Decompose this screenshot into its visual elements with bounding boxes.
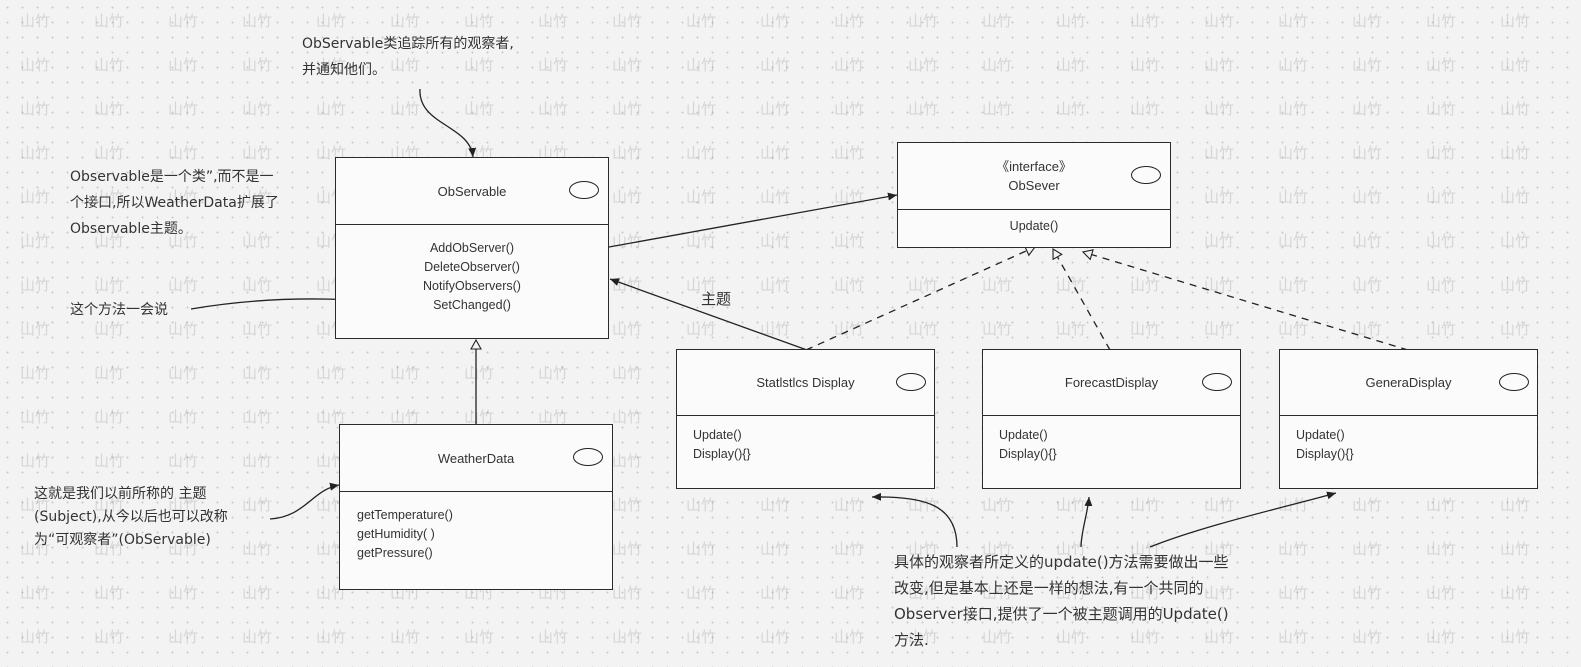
method: getHumidity( ) bbox=[357, 527, 435, 541]
note-line: Observable是一个类”,而不是一 bbox=[70, 169, 274, 185]
class-general-header: GeneraDisplay bbox=[1280, 350, 1537, 416]
class-icon bbox=[1499, 373, 1529, 391]
note-line: (Subject),从今以后也可以改称 bbox=[34, 509, 228, 525]
method: DeleteObserver() bbox=[424, 260, 520, 274]
class-general-methods: Update() Display(){} bbox=[1280, 416, 1537, 488]
class-observable-name: ObServable bbox=[437, 183, 507, 199]
forecast-realizes-observer bbox=[1052, 248, 1111, 351]
class-weatherdata[interactable]: WeatherData getTemperature() getHumidity… bbox=[339, 424, 613, 590]
class-observable[interactable]: ObServable AddObServer() DeleteObserver(… bbox=[335, 157, 609, 339]
interface-stereotype: 《interface》 bbox=[996, 159, 1072, 174]
class-forecast-name: ForecastDisplay bbox=[1064, 375, 1159, 390]
method: Display(){} bbox=[999, 447, 1057, 461]
method: Update() bbox=[1009, 219, 1059, 233]
note-line: Observable主题。 bbox=[70, 221, 192, 237]
method: AddObServer() bbox=[429, 241, 515, 255]
note-to-general-arrow bbox=[1149, 491, 1337, 548]
class-icon bbox=[569, 181, 599, 199]
note-concrete-observers: 具体的观察者所定义的update()方法需要做出一些 改变,但是基本上还是一样的… bbox=[894, 549, 1229, 653]
method: SetChanged() bbox=[433, 298, 511, 312]
note-to-forecast-arrow bbox=[1080, 496, 1093, 548]
class-general-display[interactable]: GeneraDisplay Update() Display(){} bbox=[1279, 349, 1538, 489]
observable-to-observer-arrow bbox=[608, 192, 898, 248]
statistics-to-observable-arrow bbox=[609, 278, 808, 351]
class-observable-header: ObServable bbox=[336, 158, 608, 225]
method: Display(){} bbox=[693, 447, 751, 461]
note-observable-tracks: ObServable类追踪所有的观察者, 并通知他们。 bbox=[302, 31, 514, 83]
class-icon bbox=[896, 373, 926, 391]
class-icon bbox=[1202, 373, 1232, 391]
class-forecast-header: ForecastDisplay bbox=[983, 350, 1240, 416]
method: getTemperature() bbox=[357, 508, 453, 522]
method: NotifyObservers() bbox=[423, 279, 521, 293]
class-forecast-display[interactable]: ForecastDisplay Update() Display(){} bbox=[982, 349, 1241, 489]
interface-observer-name: ObSever bbox=[1008, 178, 1060, 193]
general-realizes-observer bbox=[1081, 249, 1409, 351]
note-to-observable-arrow bbox=[419, 88, 477, 158]
note-to-weatherdata-arrow bbox=[269, 482, 340, 520]
class-weatherdata-methods: getTemperature() getHumidity( ) getPress… bbox=[340, 492, 612, 589]
class-statistics-name: Statlstlcs Display bbox=[756, 375, 855, 390]
class-weatherdata-name: WeatherData bbox=[437, 450, 515, 466]
note-method-later: 这个方法一会说 bbox=[70, 297, 168, 323]
statistics-realizes-observer bbox=[805, 245, 1037, 351]
note-line: 这就是我们以前所称的 主题 bbox=[34, 486, 207, 502]
class-icon bbox=[1131, 166, 1161, 184]
note-line: 个接口,所以WeatherData扩展了 bbox=[70, 195, 279, 211]
note-line: 这个方法一会说 bbox=[70, 302, 168, 318]
class-icon bbox=[573, 448, 603, 466]
note-line: 为“可观察者”(ObServable) bbox=[34, 532, 211, 548]
class-statistics-display[interactable]: Statlstlcs Display Update() Display(){} bbox=[676, 349, 935, 489]
class-statistics-header: Statlstlcs Display bbox=[677, 350, 934, 416]
interface-observer[interactable]: 《interface》 ObSever Update() bbox=[897, 142, 1171, 248]
method: Display(){} bbox=[1296, 447, 1354, 461]
class-weatherdata-header: WeatherData bbox=[340, 425, 612, 492]
interface-observer-methods: Update() bbox=[898, 210, 1170, 247]
class-statistics-methods: Update() Display(){} bbox=[677, 416, 934, 488]
note-observable-is-class: Observable是一个类”,而不是一 个接口,所以WeatherData扩展… bbox=[70, 164, 279, 242]
note-line: 并通知他们。 bbox=[302, 62, 386, 78]
class-forecast-methods: Update() Display(){} bbox=[983, 416, 1240, 488]
note-line: 改变,但是基本上还是一样的想法,有一个共同的 bbox=[894, 579, 1204, 597]
method: Update() bbox=[999, 428, 1048, 442]
method: getPressure() bbox=[357, 546, 433, 560]
note-line: ObServable类追踪所有的观察者, bbox=[302, 36, 514, 52]
note-line: Observer接口,提供了一个被主题调用的Update() bbox=[894, 605, 1229, 623]
note-line: 具体的观察者所定义的update()方法需要做出一些 bbox=[894, 553, 1229, 571]
method: Update() bbox=[693, 428, 742, 442]
note-to-statistics-arrow bbox=[871, 492, 958, 548]
note-line: 主题 bbox=[701, 290, 732, 308]
note-subject-label: 主题 bbox=[701, 286, 731, 312]
class-general-name: GeneraDisplay bbox=[1365, 375, 1452, 390]
interface-observer-header: 《interface》 ObSever bbox=[898, 143, 1170, 210]
note-subject: 这就是我们以前所称的 主题 (Subject),从今以后也可以改称 为“可观察者… bbox=[34, 483, 228, 552]
note-line: 方法. bbox=[894, 631, 929, 649]
class-observable-methods: AddObServer() DeleteObserver() NotifyObs… bbox=[336, 225, 608, 338]
method: Update() bbox=[1296, 428, 1345, 442]
